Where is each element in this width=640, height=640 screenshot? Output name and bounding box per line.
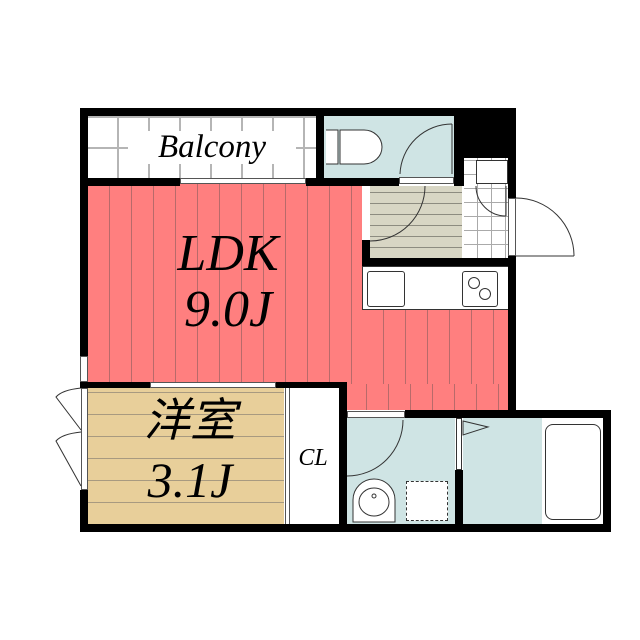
washing-machine-space	[406, 481, 448, 521]
shoe-cabinet	[476, 160, 508, 184]
washroom-door[interactable]	[347, 411, 405, 418]
stove-icon	[462, 271, 498, 307]
wall-left-outer	[80, 108, 88, 356]
wall-left-lower	[80, 490, 88, 532]
western-room-label: 洋室	[144, 395, 236, 446]
ldk-room	[88, 184, 362, 384]
toilet-door[interactable]	[399, 177, 454, 184]
western-room-window[interactable]	[81, 388, 88, 490]
closet-sliding-door[interactable]	[285, 388, 290, 524]
ldk-size: 9.0J	[183, 281, 273, 338]
entry-hall	[370, 186, 462, 258]
front-door[interactable]	[508, 198, 516, 256]
ldk-room-lower	[345, 384, 510, 410]
western-room-size: 3.1J	[147, 452, 233, 508]
wall-balcony-ldk	[80, 178, 180, 186]
western-room-window-swing-icon	[55, 387, 82, 487]
entry-door-frame	[362, 186, 370, 240]
wall-top-outer	[80, 108, 516, 116]
closet	[284, 388, 339, 524]
wall-ldk-bath	[405, 410, 611, 418]
entry-door-swing-icon	[369, 185, 426, 242]
wall-toilet-entry	[454, 108, 464, 186]
wall-entry-left	[362, 240, 370, 266]
toilet-door-swing-icon	[399, 123, 453, 175]
wall-right-upper	[508, 150, 516, 198]
wall-closet-wash	[339, 382, 347, 532]
ldk-label: LDK	[177, 225, 279, 282]
ldk-side-window[interactable]	[80, 356, 88, 382]
wall-wash-bath	[455, 470, 463, 532]
shoe-cabinet-door-icon	[475, 185, 507, 217]
wall-ldk-western-right	[276, 382, 346, 388]
wash-bath-opening	[456, 418, 462, 470]
washbasin-icon	[352, 478, 396, 523]
wall-ldk-western	[80, 382, 150, 388]
closet-label: CL	[298, 445, 328, 471]
sink-icon	[367, 271, 405, 307]
wall-entry-bottom	[362, 258, 516, 266]
wall-right-mid	[508, 256, 516, 412]
wall-balcony-toilet	[316, 108, 324, 186]
bathroom-door-icon	[462, 420, 490, 436]
western-room	[88, 388, 284, 524]
balcony-window[interactable]	[180, 178, 306, 184]
front-door-swing-icon	[515, 197, 575, 257]
kitchen-counter	[362, 266, 510, 310]
western-room-inner-window[interactable]	[150, 382, 276, 388]
wall-bath-right	[603, 410, 611, 532]
toilet-icon	[326, 129, 383, 165]
bathtub	[542, 418, 603, 524]
wall-balcony-ldk-right	[306, 178, 399, 186]
wall-toilet-right	[454, 108, 516, 158]
bathtub-icon	[545, 424, 601, 520]
balcony-label: Balcony	[128, 131, 296, 164]
washroom-door-swing-icon	[346, 419, 404, 477]
